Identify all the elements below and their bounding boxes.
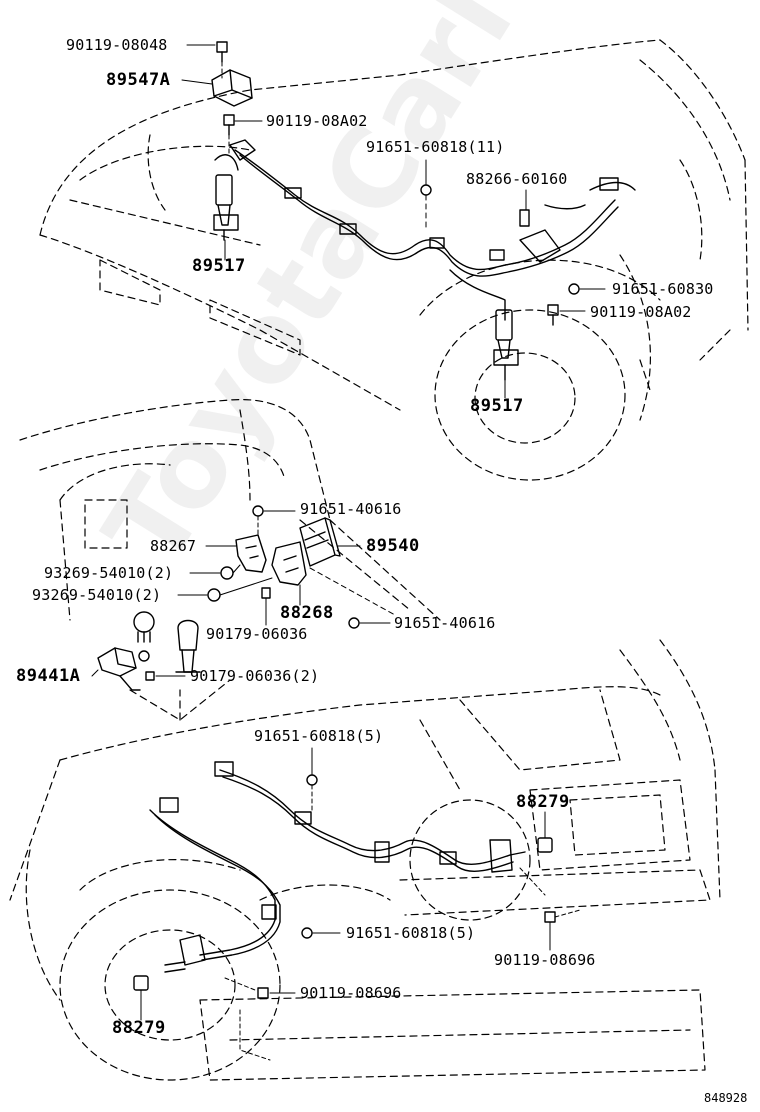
rear-wire-harness bbox=[149, 761, 526, 966]
rear-parts bbox=[133, 774, 556, 999]
bracket-88268 bbox=[271, 541, 307, 586]
part-label-88279-right: 88279 bbox=[516, 792, 570, 812]
part-label-89547a: 89547A bbox=[106, 70, 171, 90]
bolts-top bbox=[216, 41, 580, 326]
ecu-89540 bbox=[299, 517, 341, 567]
front-right-speed-sensor bbox=[493, 309, 519, 381]
part-label-91651-40616-lower: 91651-40616 bbox=[394, 614, 496, 632]
leader-lines-bottom bbox=[140, 747, 581, 1061]
part-label-89517-left: 89517 bbox=[192, 256, 246, 276]
part-label-88279-left: 88279 bbox=[112, 1018, 166, 1038]
part-label-93269-54010-a: 93269-54010(2) bbox=[44, 564, 174, 582]
sensor-89441a bbox=[97, 611, 155, 691]
part-label-91651-60830: 91651-60830 bbox=[612, 280, 714, 298]
rear-body-outline bbox=[9, 639, 721, 1081]
part-label-91651-40616-upper: 91651-40616 bbox=[300, 500, 402, 518]
part-label-90119-08696-right: 90119-08696 bbox=[494, 951, 596, 969]
leader-89441a bbox=[91, 669, 99, 677]
part-label-88267: 88267 bbox=[150, 537, 197, 555]
leader-lines-middle bbox=[155, 510, 396, 677]
part-label-90119-08a02-right: 90119-08A02 bbox=[590, 303, 692, 321]
part-label-88268: 88268 bbox=[280, 603, 334, 623]
front-wheel-outline bbox=[419, 254, 661, 481]
part-label-90179-06036-2: 90179-06036(2) bbox=[190, 667, 320, 685]
part-label-90119-08696-left: 90119-08696 bbox=[300, 984, 402, 1002]
part-label-89540: 89540 bbox=[366, 536, 420, 556]
leader-lines-top bbox=[181, 44, 606, 399]
bracket-88267 bbox=[235, 505, 267, 573]
rear-wheels-outline bbox=[59, 799, 531, 1081]
part-label-90119-08048: 90119-08048 bbox=[66, 36, 168, 54]
part-label-91651-60818-5-upper: 91651-60818(5) bbox=[254, 727, 384, 745]
part-label-89441a: 89441A bbox=[16, 666, 81, 686]
front-left-speed-sensor bbox=[213, 154, 239, 241]
shift-knob bbox=[175, 619, 201, 673]
part-label-93269-54010-b: 93269-54010(2) bbox=[32, 586, 162, 604]
part-label-91651-60818-5-lower: 91651-60818(5) bbox=[346, 924, 476, 942]
front-wire-harness bbox=[229, 139, 636, 321]
nuts-middle bbox=[145, 566, 360, 681]
part-label-88266-60160: 88266-60160 bbox=[466, 170, 568, 188]
front-body-outline bbox=[39, 39, 749, 411]
figure-number: 848928 bbox=[704, 1091, 748, 1105]
part-label-91651-60818-11: 91651-60818(11) bbox=[366, 138, 505, 156]
part-label-90119-08a02-top: 90119-08A02 bbox=[266, 112, 368, 130]
part-label-89517-right: 89517 bbox=[470, 396, 524, 416]
sensor-89547a bbox=[211, 69, 253, 107]
part-label-90179-06036: 90179-06036 bbox=[206, 625, 308, 643]
